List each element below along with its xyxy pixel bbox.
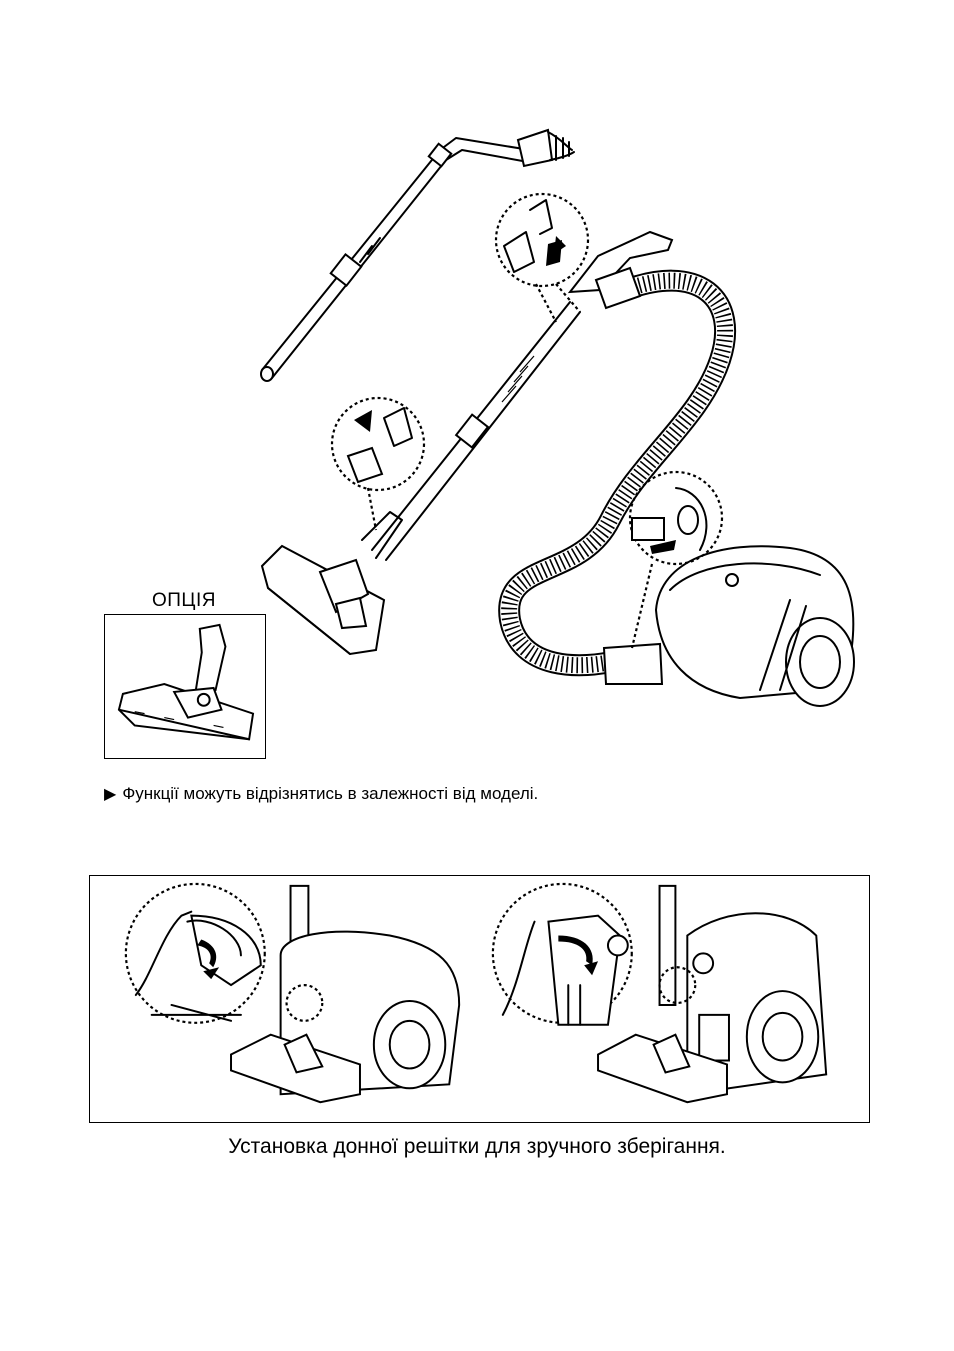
- model-note-text: Функції можуть відрізнятись в залежності…: [122, 784, 538, 804]
- vacuum-body: [604, 546, 854, 706]
- storage-drawing: [90, 876, 869, 1122]
- telescopic-tube-with-handle: [261, 130, 574, 381]
- floor-brush: [262, 512, 402, 654]
- option-label: ОПЦІЯ: [152, 590, 216, 612]
- model-note: ▶ Функції можуть відрізнятись в залежнос…: [104, 784, 538, 804]
- triangle-right-icon: ▶: [104, 784, 116, 804]
- detail-circle-handle-joint: [496, 194, 588, 322]
- hose-handle-grip: [570, 232, 672, 308]
- optional-brush-drawing: [105, 615, 265, 758]
- storage-illustration-frame: [89, 875, 870, 1123]
- storage-scene-right: [493, 884, 826, 1102]
- optional-brush-box: [104, 614, 266, 759]
- storage-caption: Установка донної решітки для зручного зб…: [0, 1135, 954, 1159]
- telescopic-wand: [372, 302, 580, 560]
- detail-circle-brush-joint: [332, 398, 424, 530]
- storage-scene-left: [126, 884, 459, 1102]
